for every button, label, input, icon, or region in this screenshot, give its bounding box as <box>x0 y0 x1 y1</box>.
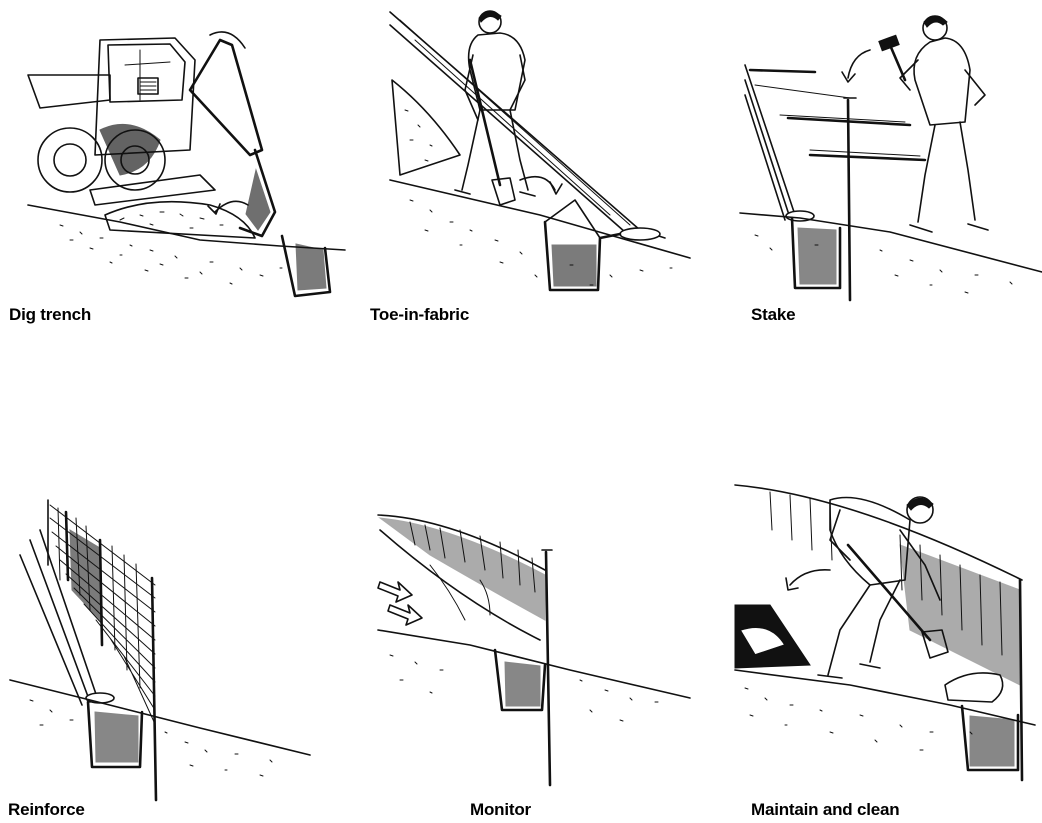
worker-shoveling-fabric-into-trench-illustration <box>370 0 710 300</box>
step-maintain-and-clean: Maintain and clean <box>730 470 1042 823</box>
silt-fence-with-runoff-arrows-illustration <box>370 470 700 800</box>
step-caption: Stake <box>751 305 795 325</box>
step-caption: Dig trench <box>9 305 91 325</box>
step-caption: Monitor <box>470 800 531 820</box>
step-dig-trench: Dig trench <box>0 0 350 330</box>
worker-removing-sediment-illustration <box>730 470 1042 800</box>
step-caption: Maintain and clean <box>751 800 900 820</box>
step-stake: Stake <box>740 0 1042 330</box>
step-caption: Toe-in-fabric <box>370 305 469 325</box>
worker-hammering-stake-illustration <box>740 0 1042 300</box>
backhoe-digging-trench-illustration <box>0 0 350 300</box>
step-caption: Reinforce <box>8 800 85 820</box>
step-toe-in-fabric: Toe-in-fabric <box>370 0 710 330</box>
step-monitor: Monitor <box>370 470 700 823</box>
wire-mesh-reinforced-fence-illustration <box>0 470 320 800</box>
step-reinforce: Reinforce <box>0 470 320 823</box>
